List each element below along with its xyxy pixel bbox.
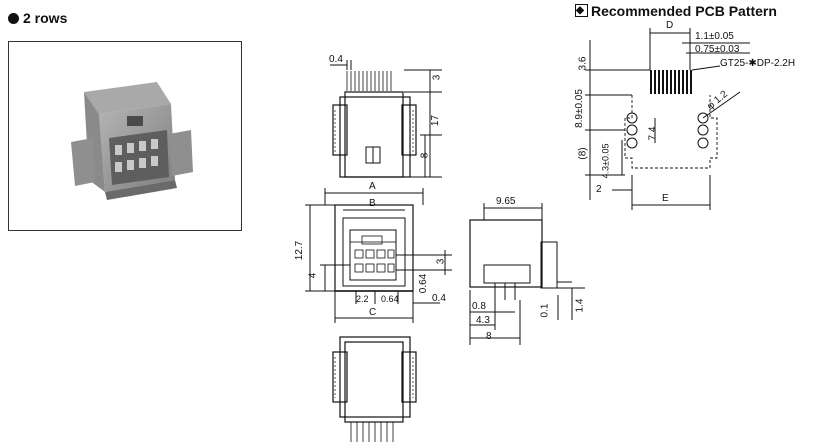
pcb-pattern-drawing (585, 28, 750, 210)
front-view-drawing (305, 188, 452, 323)
bullet-icon (8, 13, 19, 24)
connector-photo-image (71, 82, 193, 200)
top-view-drawing (330, 60, 442, 178)
product-photo (8, 41, 242, 231)
side-view-drawing (469, 203, 585, 345)
pcb-pattern-heading: Recommended PCB Pattern (575, 3, 777, 19)
bottom-view-drawing (332, 336, 417, 442)
rows-heading-label: 2 rows (23, 10, 68, 26)
rows-heading: 2 rows (8, 10, 67, 26)
pcb-pattern-heading-label: Recommended PCB Pattern (591, 3, 777, 19)
diamond-icon (575, 4, 588, 17)
